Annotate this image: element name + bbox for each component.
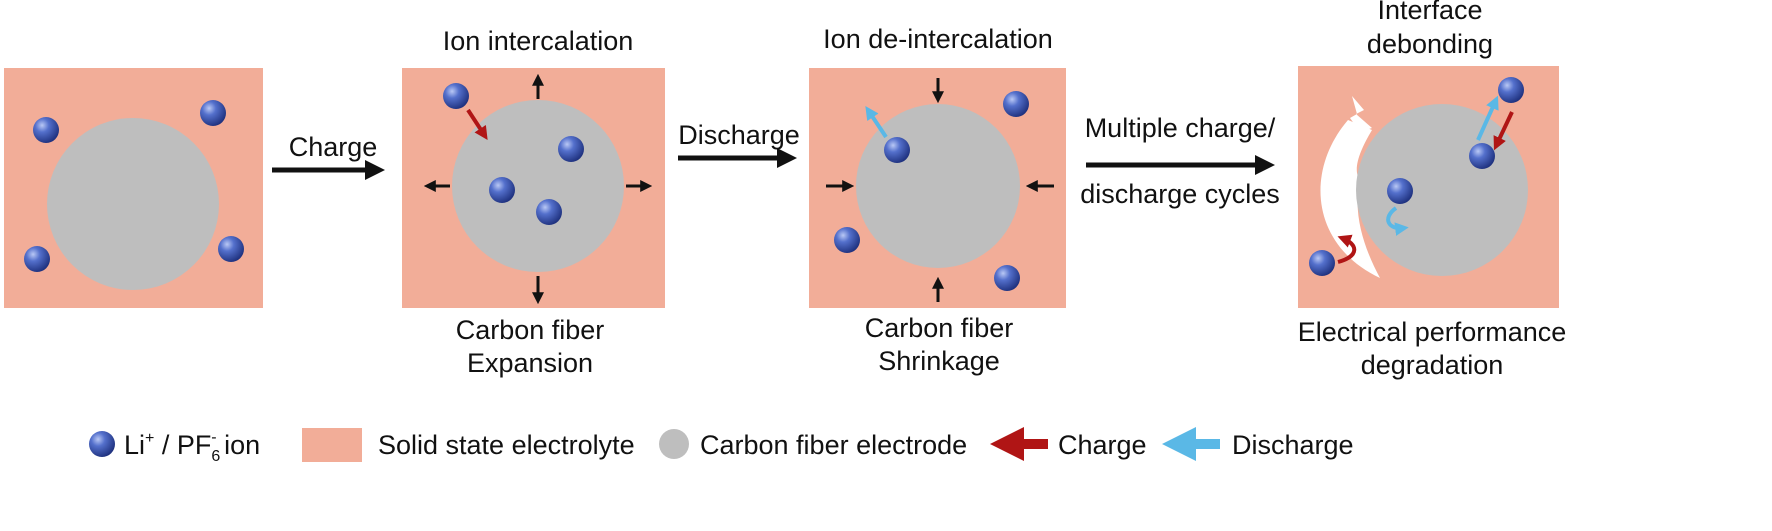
charge-direction-arrow (466, 108, 488, 141)
ion-sphere (536, 199, 562, 225)
legend-ion-label: Li+ / PF6- ion (124, 429, 260, 465)
legend-discharge-label: Discharge (1232, 430, 1354, 460)
discharge-curl-arrow (1386, 206, 1409, 236)
panel-initial (4, 68, 263, 308)
ion-sphere (443, 83, 469, 109)
legend-electrolyte-label: Solid state electrolyte (378, 430, 635, 460)
intercalation-title: Ion intercalation (443, 26, 634, 56)
charge-curl-arrow (1337, 234, 1357, 264)
panel-deintercalation: Ion de-intercalation Carbon fiber Shrink… (809, 24, 1066, 376)
legend-charge-label: Charge (1058, 430, 1147, 460)
ion-sphere (200, 100, 226, 126)
discharge-process-label: Discharge (678, 120, 800, 150)
cycles-label-line2: discharge cycles (1080, 179, 1280, 209)
ion-sphere (834, 227, 860, 253)
ion-sphere (33, 117, 59, 143)
legend-ion-swatch (89, 431, 115, 457)
cycles-process-arrow: Multiple charge/ discharge cycles (1080, 113, 1280, 209)
legend: Li+ / PF6- ion Solid state electrolyte C… (89, 427, 1354, 465)
intercalation-caption-line2: Expansion (467, 348, 593, 378)
ion-sphere (24, 246, 50, 272)
debonding-crack (1320, 120, 1380, 278)
ion-sphere (1387, 178, 1413, 204)
panel-debonding: Interface debonding Electrical performan… (1298, 0, 1567, 380)
ion-sphere (218, 236, 244, 262)
debonding-caption-line1: Electrical performance (1298, 317, 1567, 347)
ion-sphere (884, 137, 910, 163)
debonding-title-line1: Interface (1377, 0, 1482, 25)
cycles-label-line1: Multiple charge/ (1085, 113, 1276, 143)
ion-sphere (1469, 143, 1495, 169)
panel-intercalation: Ion intercalation Carbon fiber Expansion (402, 26, 665, 378)
deintercalation-caption-line2: Shrinkage (878, 346, 1000, 376)
discharge-process-arrow: Discharge (678, 120, 800, 168)
debonding-title-line2: debonding (1367, 29, 1493, 59)
discharge-direction-arrow (1476, 95, 1499, 141)
charge-process-arrow: Charge (272, 132, 386, 180)
ion-sphere (1003, 91, 1029, 117)
legend-electrolyte-swatch (302, 428, 362, 462)
discharge-direction-arrow (865, 106, 888, 139)
charge-process-label: Charge (289, 132, 378, 162)
legend-fiber-swatch (659, 429, 689, 459)
carbon-fiber-circle (47, 118, 219, 290)
crack-spark (1350, 96, 1372, 132)
legend-fiber-label: Carbon fiber electrode (700, 430, 967, 460)
deintercalation-title: Ion de-intercalation (823, 24, 1053, 54)
ion-sphere (994, 265, 1020, 291)
debonding-caption-line2: degradation (1361, 350, 1504, 380)
ion-sphere (1498, 77, 1524, 103)
ion-sphere (1309, 250, 1335, 276)
ion-sphere (489, 177, 515, 203)
intercalation-caption-line1: Carbon fiber (456, 315, 605, 345)
ion-sphere (558, 136, 584, 162)
deintercalation-caption-line1: Carbon fiber (865, 313, 1014, 343)
charge-direction-arrow (1493, 111, 1514, 151)
